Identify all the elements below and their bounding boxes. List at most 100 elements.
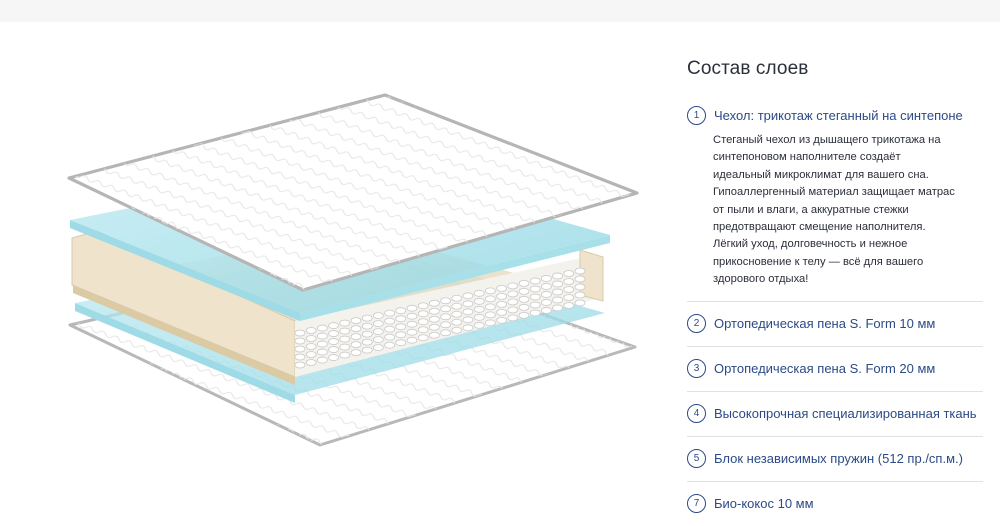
spring-coil [417, 326, 429, 334]
spring-coil [339, 351, 351, 359]
spring-coil [440, 329, 452, 337]
spring-coil [294, 353, 306, 361]
spring-coil [350, 341, 362, 349]
spring-coil [428, 323, 440, 331]
layer-5-header[interactable]: 5 Блок независимых пружин (512 пр./сп.м.… [687, 448, 963, 470]
spring-coil [529, 309, 541, 317]
layer-2-title[interactable]: Ортопедическая пена S. Form 10 мм [714, 316, 936, 332]
spring-coil [372, 312, 384, 320]
spring-coil [305, 327, 317, 334]
spring-coil [428, 299, 440, 307]
spring-coil [294, 345, 306, 353]
spring-coil [361, 330, 373, 338]
spring-coil [484, 319, 496, 327]
spring-coil [350, 317, 362, 325]
spring-coil [440, 313, 452, 321]
spring-coil [372, 336, 384, 344]
spring-coil [328, 354, 340, 361]
layer-item-1[interactable]: 1 Чехол: трикотаж стеганный на синтепоне… [687, 104, 983, 302]
spring-coil [507, 314, 519, 322]
spring-coil [440, 297, 452, 305]
spring-coil [417, 310, 429, 318]
spring-coil [507, 306, 519, 314]
spring-coil [473, 305, 485, 313]
spring-coil [361, 346, 373, 354]
spring-coil [473, 289, 485, 297]
spring-coil [563, 302, 575, 309]
spring-coil [529, 277, 541, 285]
spring-coil [361, 314, 373, 322]
mattress-layers-illustration [67, 93, 639, 447]
spring-coil [328, 338, 340, 345]
layer-5-title[interactable]: Блок независимых пружин (512 пр./сп.м.) [714, 451, 963, 467]
spring-coil [384, 309, 396, 317]
spring-coil [406, 328, 418, 336]
spring-coil [316, 356, 328, 364]
layer-item-3[interactable]: 3 Ортопедическая пена S. Form 20 мм [687, 347, 983, 392]
spring-block-layer [71, 230, 604, 378]
spring-coil [417, 334, 429, 342]
layer-3-number-badge: 3 [687, 359, 706, 379]
layer-1-title[interactable]: Чехол: трикотаж стеганный на синтепоне [714, 107, 963, 123]
spring-coil [462, 308, 474, 316]
spring-coil [540, 299, 552, 306]
spring-coil [451, 302, 463, 310]
spring-coil [328, 322, 340, 329]
layer-3-header[interactable]: 3 Ортопедическая пена S. Form 20 мм [687, 358, 935, 380]
spring-coil [462, 300, 474, 308]
layer-4-header[interactable]: 4 Высокопрочная специализированная ткань [687, 403, 977, 425]
spring-coil [395, 307, 407, 315]
layer-7-title[interactable]: Био-кокос 10 мм [714, 496, 814, 512]
layer-4-title[interactable]: Высокопрочная специализированная ткань [714, 406, 977, 422]
spring-coil [552, 280, 564, 288]
spring-coil [552, 272, 564, 280]
spring-coil [462, 292, 474, 300]
spring-coil [451, 326, 463, 334]
layer-item-7[interactable]: 7 Био-кокос 10 мм [687, 482, 983, 526]
spring-coil [496, 316, 508, 324]
spring-coil [372, 320, 384, 328]
spring-coil [339, 327, 351, 335]
spring-coil [462, 324, 474, 332]
spring-coil [417, 318, 429, 326]
spring-coil [574, 283, 586, 291]
spring-coil [518, 287, 530, 295]
layer-item-2[interactable]: 2 Ортопедическая пена S. Form 10 мм [687, 302, 983, 347]
spring-coil [384, 325, 396, 333]
spring-coil [518, 311, 530, 319]
spring-coil [361, 322, 373, 330]
spring-coil [384, 341, 396, 349]
spring-coil [574, 267, 586, 275]
spring-coil [552, 288, 564, 296]
layer-1-number-badge: 1 [687, 105, 706, 125]
spring-coil [395, 331, 407, 339]
spring-coil [529, 301, 541, 309]
spring-coil [496, 308, 508, 316]
spring-coil [428, 315, 440, 323]
spring-coil [406, 312, 418, 320]
spring-coil [339, 319, 351, 327]
spring-coil [372, 344, 384, 352]
spring-coil [316, 324, 328, 332]
spring-coil [406, 320, 418, 328]
top-bar [0, 0, 1000, 22]
layer-3-title[interactable]: Ортопедическая пена S. Form 20 мм [714, 361, 936, 377]
spring-coil [563, 278, 575, 285]
spring-coil [406, 336, 418, 344]
layer-1-header[interactable]: 1 Чехол: трикотаж стеганный на синтепоне [687, 104, 983, 126]
layer-7-number-badge: 7 [687, 494, 706, 514]
layer-4-number-badge: 4 [687, 404, 706, 424]
spring-coil [305, 359, 317, 366]
spring-coil [328, 330, 340, 337]
spring-coil [395, 315, 407, 323]
layer-7-header[interactable]: 7 Био-кокос 10 мм [687, 493, 814, 515]
spring-coil [305, 351, 317, 358]
spring-coil [507, 298, 519, 306]
spring-coil [518, 295, 530, 303]
spring-coil [339, 335, 351, 343]
layer-item-5[interactable]: 5 Блок независимых пружин (512 пр./сп.м.… [687, 437, 983, 482]
spring-coil [574, 275, 586, 283]
layer-item-4[interactable]: 4 Высокопрочная специализированная ткань [687, 392, 983, 437]
layer-2-header[interactable]: 2 Ортопедическая пена S. Form 10 мм [687, 313, 935, 335]
spring-coil [294, 329, 306, 337]
